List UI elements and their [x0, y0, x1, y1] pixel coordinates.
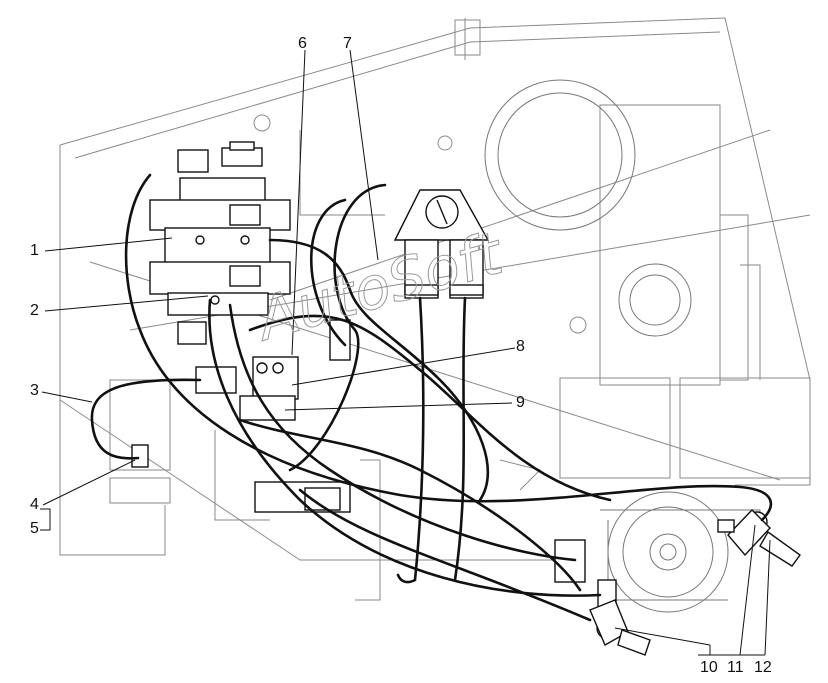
callout-9: 9 — [516, 394, 525, 411]
callout-4: 4 — [30, 496, 39, 513]
hose-mid — [228, 303, 577, 562]
hose-cross — [238, 418, 582, 592]
machine-frame — [59, 17, 811, 601]
callout-11: 11 — [727, 659, 744, 676]
callout-3: 3 — [30, 382, 39, 399]
leader-lines — [40, 49, 771, 656]
hose-6 — [310, 198, 347, 347]
hose-return — [298, 488, 592, 622]
hose-8 — [268, 238, 490, 502]
hose-long-lower — [208, 298, 602, 597]
lower-valve-cluster — [131, 319, 617, 611]
callout-6: 6 — [298, 35, 307, 52]
watermark-text: AutoSoft — [246, 219, 511, 355]
hose-long-top — [124, 173, 773, 522]
callout-1: 1 — [30, 242, 39, 259]
callout-8: 8 — [516, 338, 525, 355]
hose-3 — [90, 378, 202, 460]
filter-housing — [393, 189, 490, 299]
callout-12: 12 — [754, 659, 772, 676]
hose-filter-left — [396, 296, 425, 584]
callout-7: 7 — [343, 35, 352, 52]
valve-block-assembly — [149, 141, 291, 345]
hose-filter-right — [453, 296, 467, 582]
hose-9 — [248, 314, 612, 502]
hose-7 — [288, 183, 387, 472]
callout-10: 10 — [700, 659, 718, 676]
drum-assembly — [484, 79, 761, 613]
callout-5: 5 — [30, 520, 39, 537]
hydraulic-hoses — [90, 173, 773, 622]
hose-fittings-right — [589, 508, 801, 656]
callout-2: 2 — [30, 302, 39, 319]
